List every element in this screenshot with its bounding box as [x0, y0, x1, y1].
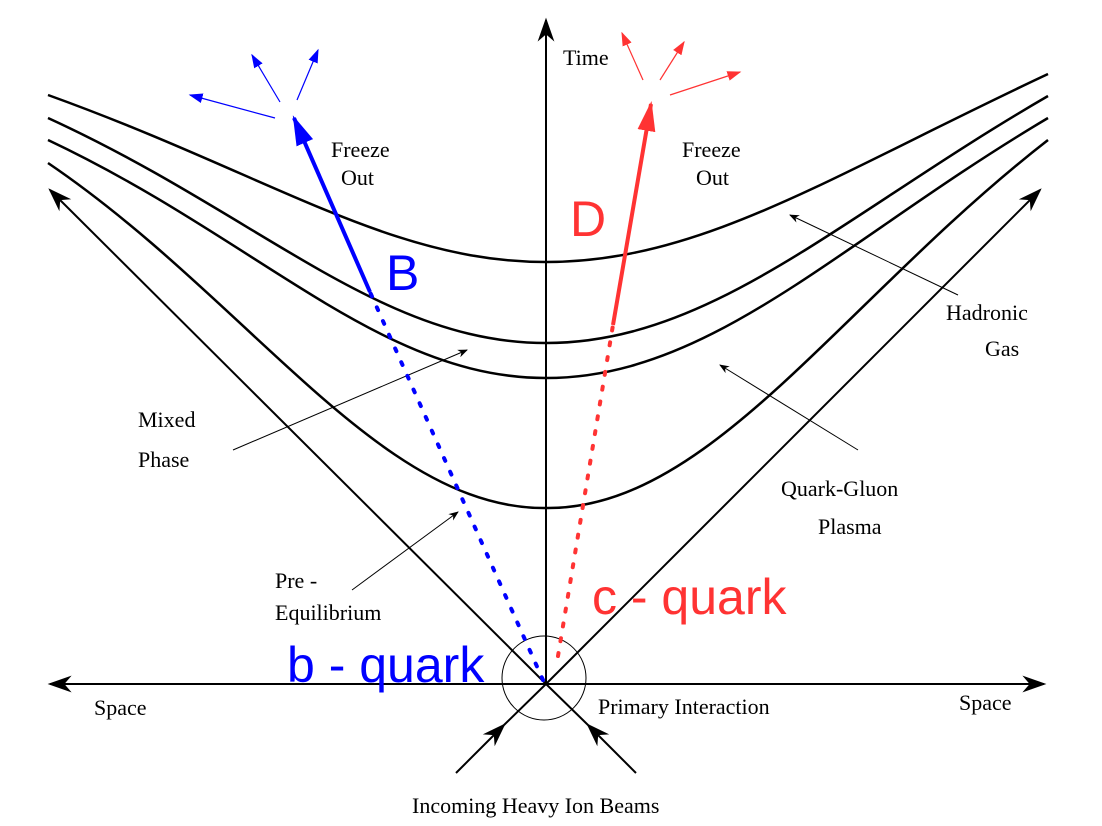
pointer-mixed-phase: [232, 349, 468, 451]
beam-left-cont: [503, 683, 547, 726]
pre-equilibrium-line1: Pre -: [275, 568, 317, 593]
incoming-beams-label: Incoming Heavy Ion Beams: [412, 793, 659, 818]
freeze-out-right-line2: Out: [696, 165, 729, 190]
quark-gluon-plasma-line1: Quark-Gluon: [781, 476, 898, 501]
time-axis-label: Time: [563, 45, 609, 70]
primary-interaction-circle: [501, 635, 587, 721]
b-decay-1: [188, 93, 276, 119]
space-label-right: Space: [959, 690, 1012, 715]
boundary-pre-equilibrium: [47, 139, 1049, 510]
d-decay-3: [669, 71, 742, 96]
beam-left: [455, 723, 506, 774]
b-meson-track: [292, 115, 372, 293]
beam-right: [586, 723, 637, 774]
freeze-out-right-line1: Freeze: [682, 137, 741, 162]
pointer-quark-gluon-plasma: [719, 364, 859, 451]
b-decay-2: [251, 53, 281, 103]
boundary-mixed: [47, 94, 1049, 345]
d-decay-1: [621, 31, 644, 81]
b-meson-label: B: [386, 245, 419, 301]
boundary-hadronic: [47, 72, 1049, 264]
d-meson-label: D: [570, 191, 606, 247]
d-decay-2: [659, 40, 685, 81]
beam-right-cont: [545, 683, 589, 726]
freeze-out-left-line1: Freeze: [331, 137, 390, 162]
d-meson-track: [611, 101, 656, 326]
mixed-phase-line2: Phase: [138, 447, 189, 472]
light-cone-left: [48, 188, 547, 685]
b-quark-track: [368, 290, 545, 682]
primary-interaction-label: Primary Interaction: [598, 694, 770, 719]
b-quark-label: b - quark: [287, 637, 485, 693]
hadronic-gas-line1: Hadronic: [946, 300, 1028, 325]
pointer-hadronic-gas: [789, 214, 959, 296]
space-label-left: Space: [94, 695, 147, 720]
c-quark-label: c - quark: [592, 569, 788, 625]
boundary-plasma: [47, 116, 1049, 380]
light-cone-right: [545, 188, 1042, 685]
quark-gluon-plasma-line2: Plasma: [818, 514, 882, 539]
b-decay-3: [296, 48, 319, 101]
pointer-pre-equilibrium: [351, 511, 459, 591]
c-quark-track: [556, 323, 615, 658]
pre-equilibrium-line2: Equilibrium: [275, 600, 381, 625]
hadronic-gas-line2: Gas: [985, 336, 1019, 361]
freeze-out-left-line2: Out: [341, 165, 374, 190]
mixed-phase-line1: Mixed: [138, 407, 195, 432]
